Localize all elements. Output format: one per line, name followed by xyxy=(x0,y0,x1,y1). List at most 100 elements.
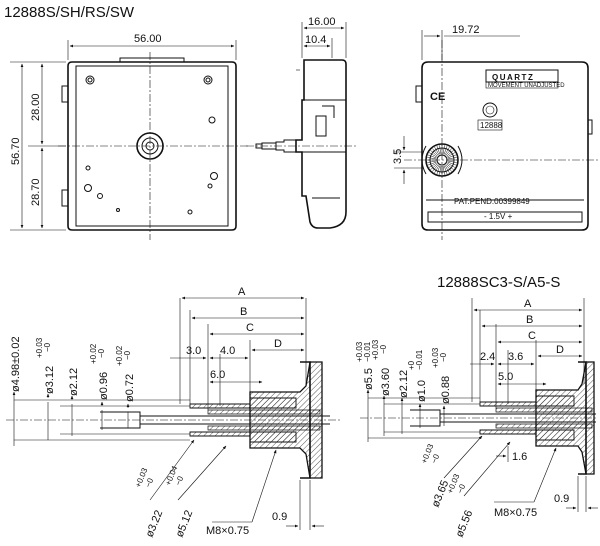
left-dia-5-12: ø5.12 xyxy=(174,509,196,540)
left-tol-5-12-dn: −0 xyxy=(174,474,186,486)
left-dim-3-0: 3.0 xyxy=(186,345,201,357)
left-letter-a: A xyxy=(238,286,246,298)
gear-tooth xyxy=(430,150,438,157)
brand-label: QUARTZ xyxy=(492,73,534,82)
brand-sublabel: MOVEMENT UNADJUSTED xyxy=(488,83,565,89)
right-dia-5-5: ø5.5 xyxy=(363,368,375,390)
gear-tooth xyxy=(442,165,445,175)
gear-tooth xyxy=(447,157,457,160)
right-tol-3-60-dn: −0 xyxy=(379,344,388,354)
right-tol-5-5-dn: −0.01 xyxy=(363,341,372,362)
right-tol-5-5-up: +0.03 xyxy=(355,341,364,362)
left-dim-0-9: 0.9 xyxy=(272,511,287,523)
left-tol-3-12-up: +0.03 xyxy=(35,337,44,358)
left-thread-m8: M8×0.75 xyxy=(206,525,249,537)
gear-tooth xyxy=(444,165,450,174)
dim-offset-19-72: 19.72 xyxy=(452,24,480,36)
dim-lower-28-70: 28.70 xyxy=(30,178,42,206)
right-dim-2-4: 2.4 xyxy=(480,351,495,363)
right-dim-0-9: 0.9 xyxy=(554,493,569,505)
gear-tooth xyxy=(447,161,457,166)
left-dia-0-96: ø0.96 xyxy=(98,372,110,400)
gear-tooth xyxy=(427,157,437,160)
right-dia-3-60: ø3.60 xyxy=(380,368,392,396)
dim-shaft-3-5: 3.5 xyxy=(392,149,404,164)
right-section-view: A B C D 2.4 3.6 5.0 1.6 ø5.5 +0.03 −0.01… xyxy=(355,298,598,539)
left-dia-3-12: ø3.12 xyxy=(44,366,56,394)
right-thread-m8: M8×0.75 xyxy=(494,507,537,519)
right-letter-d: D xyxy=(556,344,564,356)
left-tol-0-96-dn: −0 xyxy=(97,348,106,358)
gear-tooth xyxy=(447,162,456,168)
right-letter-a: A xyxy=(524,298,532,310)
gear-tooth xyxy=(447,160,457,163)
left-dia-3-22: ø3.22 xyxy=(144,509,166,540)
right-tol-0-88-up: +0.03 xyxy=(431,347,440,368)
right-dim-3-6: 3.6 xyxy=(508,351,523,363)
left-tol-0-96-up: +0.02 xyxy=(89,343,98,364)
left-letter-c: C xyxy=(246,322,254,334)
voltage-label: - 1.5V + xyxy=(484,212,513,221)
gear-tooth xyxy=(445,164,452,172)
right-dia-5-56: ø5.56 xyxy=(454,509,476,540)
gear-tooth xyxy=(434,165,440,174)
right-tol-1-0-dn: −0.01 xyxy=(415,349,424,370)
gear-tooth xyxy=(428,162,437,168)
left-dim-4-0: 4.0 xyxy=(220,345,235,357)
back-view: QUARTZ MOVEMENT UNADJUSTED CE 12888 PAT.… xyxy=(392,24,600,240)
model-title-top: 12888S/SH/RS/SW xyxy=(4,4,135,21)
gear-tooth xyxy=(428,152,437,158)
right-letter-b: B xyxy=(526,314,533,326)
model-number-label: 12888 xyxy=(480,121,503,130)
gear-tooth xyxy=(447,152,456,158)
left-tol-3-22-dn: −0 xyxy=(144,476,156,488)
left-tol-0-72-up: +0.02 xyxy=(115,345,124,366)
gear-tooth xyxy=(445,148,452,156)
left-dia-0-72: ø0.72 xyxy=(124,374,136,402)
right-dia-0-88: ø0.88 xyxy=(440,376,452,404)
left-letter-b: B xyxy=(240,306,247,318)
gear-tooth xyxy=(442,145,445,155)
right-tol-3-60-up: +0.03 xyxy=(371,339,380,360)
gear-tooth xyxy=(446,163,454,170)
gear-tooth xyxy=(432,164,439,172)
gear-tooth xyxy=(443,165,448,175)
left-tol-0-72-dn: −0 xyxy=(123,350,132,360)
ce-mark: CE xyxy=(430,91,445,103)
dim-inner-10-4: 10.4 xyxy=(305,34,326,46)
dim-width-56: 56.00 xyxy=(134,33,162,45)
right-dim-5-0: 5.0 xyxy=(498,371,513,383)
gear-tooth xyxy=(434,146,440,155)
right-dim-1-6: 1.6 xyxy=(512,451,527,463)
right-dia-2-12: ø2.12 xyxy=(398,370,410,398)
patent-number: PAT.PEND.00399849 xyxy=(454,197,530,206)
gear-tooth xyxy=(444,146,450,155)
gear-tooth xyxy=(436,145,441,155)
dim-depth-16: 16.00 xyxy=(308,16,336,28)
gear-tooth xyxy=(427,161,437,166)
gear-tooth xyxy=(427,160,437,163)
gear-tooth xyxy=(439,145,442,155)
gear-tooth xyxy=(432,148,439,156)
gear-tooth xyxy=(430,163,438,170)
gear-tooth xyxy=(446,150,454,157)
left-section-view: A B C D 3.0 4.0 6.0 ø4.98±0.02 ø3.12 +0.… xyxy=(6,286,340,539)
gear-tooth xyxy=(447,154,457,159)
right-dia-1-0: ø1.0 xyxy=(416,380,428,402)
right-tol-1-0-up: +0 xyxy=(407,360,416,370)
left-dia-4-98: ø4.98±0.02 xyxy=(10,336,22,392)
left-letter-d: D xyxy=(274,338,282,350)
left-dia-2-12: ø2.12 xyxy=(68,368,80,396)
right-tol-3-65-dn: −0 xyxy=(430,452,442,464)
front-view: 56.00 56.70 28.00 28.70 xyxy=(10,33,248,240)
gear-tooth xyxy=(443,145,448,155)
gear-tooth xyxy=(427,154,437,159)
model-title-bottom: 12888SC3-S/A5-S xyxy=(437,274,560,291)
left-tol-3-12-dn: −0 xyxy=(43,342,52,352)
right-letter-c: C xyxy=(528,330,536,342)
left-dim-6-0: 6.0 xyxy=(210,369,225,381)
gear-tooth xyxy=(439,165,442,175)
dim-height-56-70: 56.70 xyxy=(10,137,22,165)
gear-tooth xyxy=(436,165,441,175)
